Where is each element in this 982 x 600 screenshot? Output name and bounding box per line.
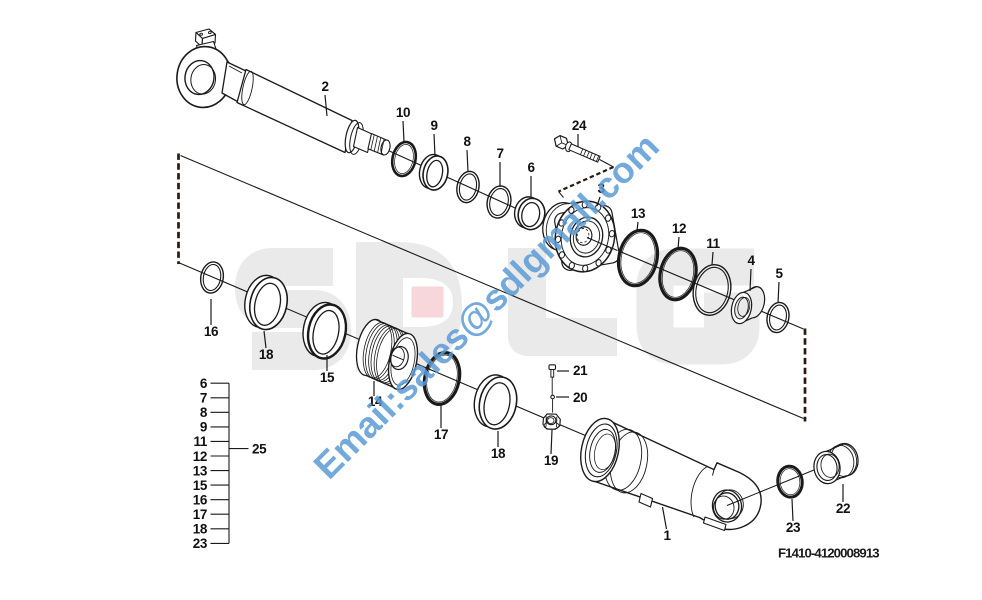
part-9-guide-ring [418, 153, 449, 191]
logo-letter-l [508, 248, 617, 356]
part-15-seal-ring [302, 301, 348, 360]
callout-6-label: 6 [527, 160, 535, 175]
part-14-piston [355, 318, 419, 391]
callout-18-label: 18 [259, 347, 274, 362]
parts-list-item: 17 [193, 507, 207, 522]
parts-list-item: 13 [193, 463, 208, 478]
parts-list-item: 11 [194, 434, 208, 449]
part-24-bolt [553, 135, 601, 163]
section-boundary-dashed-lines [177, 153, 807, 422]
part-19-lock-nut [542, 413, 561, 430]
callout-21-label: 21 [573, 363, 588, 378]
part-11-back-up-ring [692, 264, 732, 316]
parts-list-item: 9 [200, 420, 207, 435]
callout-20-label: 20 [573, 390, 587, 405]
callout-10-label: 10 [396, 105, 410, 120]
callout-18-label: 18 [491, 446, 506, 461]
parts-list-item: 15 [193, 478, 208, 493]
callout-8-label: 8 [463, 134, 471, 149]
part-3-cylinder-head [542, 200, 620, 273]
drawing-number: F1410-4120008913 [778, 546, 879, 561]
part-20-steel-ball [550, 394, 555, 400]
parts-list-item: 23 [193, 536, 208, 551]
part-2-piston-rod [176, 28, 391, 156]
callout-labels: 2 10 9 8 7 6 24 3 13 12 11 4 5 16 18 15 … [204, 79, 851, 543]
callout-14-label: 14 [368, 394, 383, 409]
callout-leader-lines [210, 94, 844, 530]
callout-19-label: 19 [544, 453, 558, 468]
part-8-seal-ring [456, 170, 480, 204]
callout-3-label: 3 [597, 181, 605, 196]
callout-13-label: 13 [631, 206, 646, 221]
parts-list-item: 18 [193, 522, 208, 537]
callout-24-label: 24 [572, 118, 587, 133]
parts-list-item: 12 [193, 449, 207, 464]
part-21-set-screw [548, 364, 557, 378]
part-16-o-ring [199, 261, 225, 294]
part-6-wiper-ring [513, 196, 546, 231]
part-7-seal-ring [486, 185, 512, 219]
part-10-o-ring [390, 140, 418, 178]
bolt-24-path-indicator [558, 159, 614, 198]
part-22-bushing [813, 442, 859, 485]
part-1-cylinder-barrel [580, 417, 763, 532]
callout-7-label: 7 [496, 146, 503, 161]
callout-11-label: 11 [706, 236, 720, 251]
part-18-guide-ring-b [473, 374, 518, 430]
callout-4-label: 4 [747, 253, 755, 268]
callout-5-label: 5 [775, 266, 783, 281]
callout-23-label: 23 [786, 520, 801, 535]
callout-22-label: 22 [836, 501, 850, 516]
part-13-o-ring [616, 228, 660, 288]
callout-15-label: 15 [320, 370, 335, 385]
part-4-bushing [730, 286, 766, 325]
callout-9-label: 9 [430, 118, 437, 133]
callout-12-label: 12 [672, 221, 686, 236]
callout-2-label: 2 [321, 79, 328, 94]
part-23-o-ring [776, 464, 804, 499]
part-18-guide-ring-a [244, 274, 289, 331]
parts-list-item: 8 [200, 405, 208, 420]
parts-list-item: 6 [200, 376, 208, 391]
part-5-o-ring [766, 301, 790, 334]
seal-kit-parts-list: 6 7 8 9 11 12 13 15 16 17 18 23 25 [193, 376, 268, 551]
callout-25-label: 25 [252, 442, 267, 457]
part-17-o-ring [422, 351, 462, 406]
parts-list-item: 16 [193, 493, 208, 508]
parts-list-item: 7 [200, 391, 207, 406]
callout-16-label: 16 [204, 324, 219, 339]
part-12-o-ring [658, 246, 698, 302]
callout-1-label: 1 [663, 528, 671, 543]
callout-17-label: 17 [434, 427, 448, 442]
logo-red-square [411, 286, 444, 318]
